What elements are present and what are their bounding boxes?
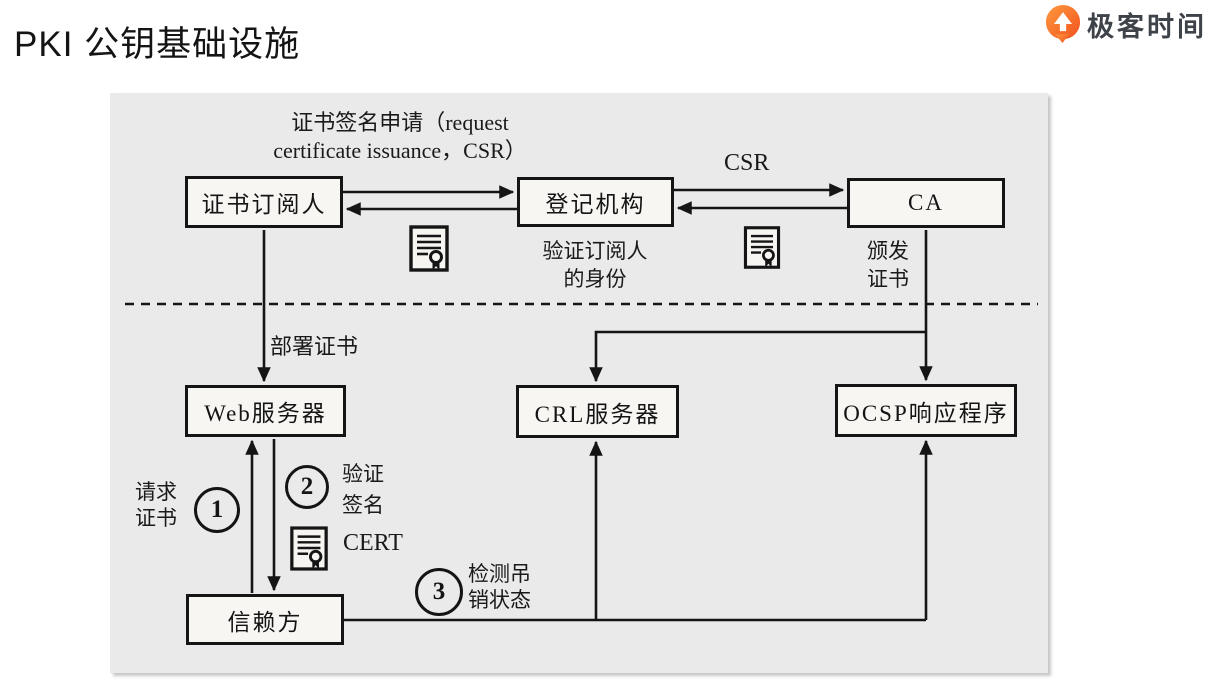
certificate-icon [290,526,328,571]
node-ocsp-responder: OCSP响应程序 [835,384,1017,437]
label-cert: CERT [343,530,403,556]
label-check-revocation: 检测吊 销状态 [468,561,531,613]
certificate-icon [743,226,781,269]
brand-logo: 极客时间 [1044,3,1207,45]
certificate-icon [409,225,449,272]
label-verify-signature-line1: 验证 [342,462,384,486]
label-deploy-cert: 部署证书 [270,334,359,359]
label-issue-cert: 颁发 证书 [855,237,921,293]
node-certificate-subscriber: 证书订阅人 [185,176,343,228]
step-2-badge: 2 [285,465,329,509]
label-issue-cert-line2: 证书 [867,267,909,291]
node-relying-party: 信赖方 [186,594,344,645]
label-check-revocation-line1: 检测吊 [468,562,531,586]
label-request-cert-line2: 证书 [135,506,177,530]
label-request-cert-line1: 请求 [135,480,177,504]
arrow-ca-to-crl [589,330,926,383]
brand-name: 极客时间 [1087,11,1207,42]
step-3-badge: 3 [415,568,463,616]
node-web-server: Web服务器 [185,385,346,437]
label-verify-identity-line1: 验证订阅人 [542,239,648,263]
label-csr-request-line2: certificate issuance，CSR） [273,138,527,163]
geektime-logo-icon [1045,5,1081,43]
label-verify-signature: 验证 签名 [342,459,384,521]
label-verify-signature-line2: 签名 [342,493,384,517]
node-registration-authority: 登记机构 [517,177,674,227]
node-ca: CA [847,178,1005,228]
label-verify-identity-line2: 的身份 [563,267,627,291]
label-verify-identity: 验证订阅人 的身份 [510,237,680,293]
label-csr-request: 证书签名申请（request certificate issuance，CSR） [265,109,535,165]
pki-diagram-panel: 证书订阅人 登记机构 CA Web服务器 CRL服务器 OCSP响应程序 信赖方… [110,93,1048,673]
label-request-cert: 请求 证书 [126,479,186,531]
node-crl-server: CRL服务器 [516,385,679,438]
page-title: PKI 公钥基础设施 [14,25,301,64]
label-issue-cert-line1: 颁发 [867,239,909,263]
step-1-badge: 1 [194,487,240,533]
diagram-connectors [125,183,1038,622]
label-csr-request-line1: 证书签名申请（request [291,110,509,135]
label-csr: CSR [724,150,770,176]
label-check-revocation-line2: 销状态 [468,588,531,612]
